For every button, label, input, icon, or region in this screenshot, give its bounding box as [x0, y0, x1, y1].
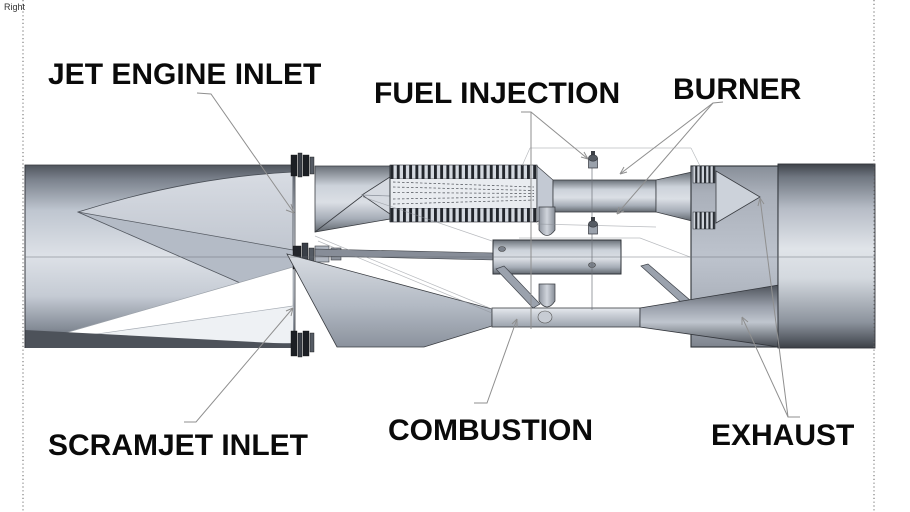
jet-nozzle-cone	[715, 170, 761, 224]
callout-jet-engine-inlet: JET ENGINE INLET	[48, 58, 322, 91]
scramjet-assembly	[286, 253, 641, 348]
jet-burner-section	[655, 171, 693, 222]
leader-scramjet-inlet	[184, 307, 294, 423]
hidden-geometry-lines	[314, 147, 701, 314]
callout-exhaust: EXHAUST	[711, 419, 855, 452]
turbojet-assembly	[314, 164, 693, 233]
jet-combustor-casing	[552, 179, 657, 213]
scramjet-diffuser-cone	[286, 253, 493, 348]
exhaust-assembly	[639, 163, 876, 349]
forward-duct	[24, 164, 296, 348]
leader-burner	[616, 101, 724, 215]
scramjet-combustor-tube	[491, 307, 641, 328]
leader-exhaust	[741, 197, 800, 418]
callout-scramjet-inlet: SCRAMJET INLET	[48, 429, 309, 462]
callout-fuel-injection: FUEL INJECTION	[374, 77, 621, 110]
aft-outer-duct	[777, 163, 876, 349]
callout-burner: BURNER	[673, 73, 802, 106]
callout-combustion: COMBUSTION	[388, 414, 593, 447]
view-name-label: Right	[4, 2, 26, 12]
support-strut	[640, 263, 692, 306]
leader-combustion	[474, 318, 518, 404]
upper-injector-manifold	[538, 206, 556, 236]
lower-injector-manifold	[538, 283, 556, 308]
section-plane-lines	[22, 0, 875, 512]
support-strut	[495, 265, 541, 309]
leader-jet-engine-inlet	[196, 92, 295, 214]
leader-fuel-injection	[521, 111, 589, 329]
fuel-injectors	[588, 151, 598, 310]
